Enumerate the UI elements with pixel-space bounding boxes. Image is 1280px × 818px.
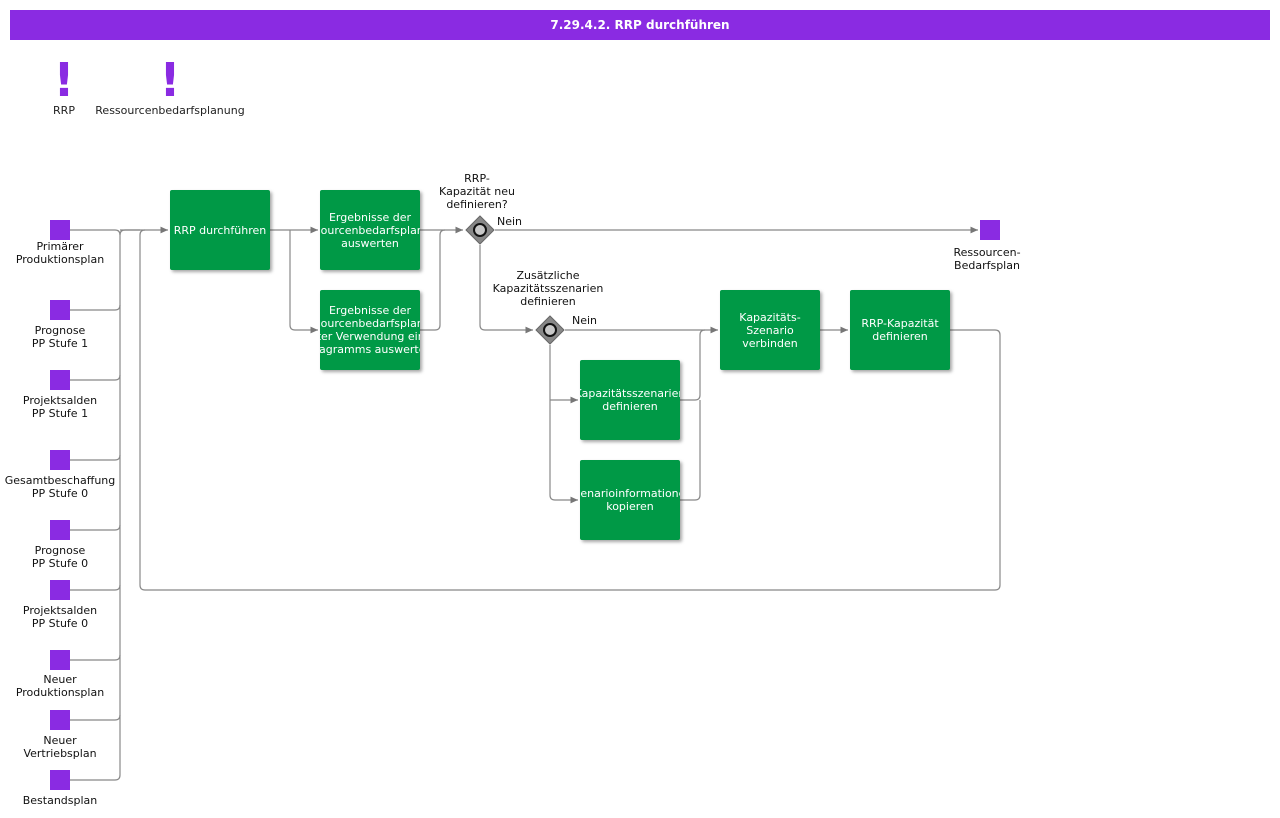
task-ergebnisse-diagramm-auswerten[interactable]: Ergebnisse der Ressourcenbedarfsplanung … — [320, 290, 420, 370]
gateway-inclusive-icon[interactable] — [465, 215, 495, 245]
data-object-label: Projektsalden PP Stufe 1 — [22, 394, 98, 420]
data-object-label: Ressourcen- Bedarfsplan — [953, 246, 1021, 272]
marker-rrp: ! RRP — [0, 53, 154, 117]
gateway-question: Zusätzliche Kapazitätsszenarien definier… — [492, 269, 604, 308]
data-object-label: Prognose PP Stufe 0 — [31, 544, 89, 570]
data-object-label: Bestandsplan — [22, 794, 98, 807]
task-label: Kapazitäts- Szenario verbinden — [739, 310, 801, 350]
marker-ressourcenbedarfsplanung: ! Ressourcenbedarfsplanung — [80, 53, 260, 117]
task-label: Ergebnisse der Ressourcenbedarfsplanung … — [320, 304, 420, 356]
marker-label: RRP — [53, 104, 75, 117]
data-object-projektsalden-pp-stufe-0[interactable] — [50, 580, 70, 600]
task-label: Kapazitätsszenarien definieren — [580, 387, 680, 413]
data-object-projektsalden-pp-stufe-1[interactable] — [50, 370, 70, 390]
marker-label: Ressourcenbedarfsplanung — [95, 104, 245, 117]
exclamation-icon: ! — [53, 53, 75, 107]
gateway-branch-label: Nein — [572, 314, 598, 327]
data-object-label: Primärer Produktionsplan — [15, 240, 105, 266]
gateway-inclusive-icon[interactable] — [535, 315, 565, 345]
data-object-label: Neuer Produktionsplan — [15, 673, 105, 699]
gateway-branch-label: Nein — [497, 215, 523, 228]
task-kapazitaets-szenario-verbinden[interactable]: Kapazitäts- Szenario verbinden — [720, 290, 820, 370]
data-object-primaerer-produktionsplan[interactable] — [50, 220, 70, 240]
task-label: RRP-Kapazität definieren — [861, 317, 939, 343]
data-object-label: Prognose PP Stufe 1 — [31, 324, 89, 350]
task-kapazitaetsszenarien-definieren[interactable]: Kapazitätsszenarien definieren — [580, 360, 680, 440]
data-object-bestandsplan[interactable] — [50, 770, 70, 790]
task-szenarioinformationen-kopieren[interactable]: Szenarioinformationen kopieren — [580, 460, 680, 540]
task-label: Ergebnisse der Ressourcenbedarfsplanung … — [320, 210, 420, 250]
gateway-question: RRP- Kapazität neu definieren? — [439, 172, 515, 211]
task-ergebnisse-auswerten[interactable]: Ergebnisse der Ressourcenbedarfsplanung … — [320, 190, 420, 270]
task-rrp-durchfuehren[interactable]: RRP durchführen — [170, 190, 270, 270]
data-object-neuer-produktionsplan[interactable] — [50, 650, 70, 670]
data-object-label: Neuer Vertriebsplan — [23, 734, 97, 760]
data-object-label: Gesamtbeschaffung PP Stufe 0 — [4, 474, 116, 500]
task-label: Szenarioinformationen kopieren — [580, 487, 680, 513]
data-object-gesamtbeschaffung-pp-stufe-0[interactable] — [50, 450, 70, 470]
task-rrp-kapazitaet-definieren[interactable]: RRP-Kapazität definieren — [850, 290, 950, 370]
data-object-ressourcen-bedarfsplan[interactable] — [980, 220, 1000, 240]
data-object-prognose-pp-stufe-1[interactable] — [50, 300, 70, 320]
data-object-label: Projektsalden PP Stufe 0 — [22, 604, 98, 630]
task-label: RRP durchführen — [173, 223, 267, 237]
page-title: 7.29.4.2. RRP durchführen — [10, 10, 1270, 40]
data-object-neuer-vertriebsplan[interactable] — [50, 710, 70, 730]
exclamation-icon: ! — [159, 53, 181, 107]
data-object-prognose-pp-stufe-0[interactable] — [50, 520, 70, 540]
